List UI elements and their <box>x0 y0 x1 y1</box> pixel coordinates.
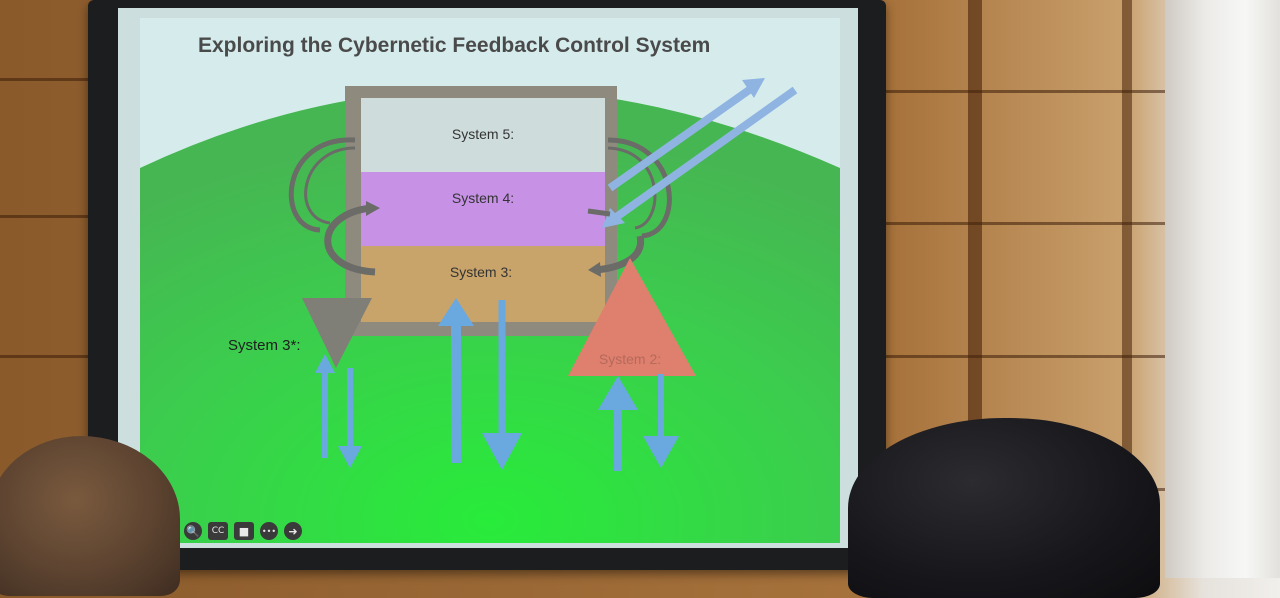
s3star-down-arrowhead <box>338 446 362 468</box>
wall-panel-seam <box>880 222 1165 225</box>
environment-arrow-in <box>612 86 798 222</box>
left-loop-s3-s4 <box>324 204 376 276</box>
right-loop-arrowhead <box>588 262 601 277</box>
s4-environment-link <box>587 208 611 217</box>
system5-label: System 5: <box>452 126 514 142</box>
wall-panel-seam <box>0 355 90 358</box>
system4-label: System 4: <box>452 190 514 206</box>
wall-panel-seam <box>0 78 90 81</box>
s2-down-arrowhead <box>643 436 679 468</box>
camera-icon[interactable]: ■ <box>234 522 254 540</box>
slideshow-toolbar: 🔍 CC ■ ••• ➜ <box>184 520 302 542</box>
right-loop-s2-s3 <box>594 235 645 274</box>
wall-pillar <box>1122 0 1132 578</box>
slide: Exploring the Cybernetic Feedback Contro… <box>140 18 840 543</box>
environment-arrow-out-head <box>742 78 765 98</box>
system5-band <box>361 98 605 172</box>
captions-button[interactable]: CC <box>208 522 228 540</box>
audience-head-right <box>848 418 1160 598</box>
system3star-label: System 3*: <box>228 337 301 354</box>
center-down-arrowhead <box>482 433 522 470</box>
environment-arrow-in-head <box>602 208 625 228</box>
left-loop-arrowhead <box>366 201 380 216</box>
system4-band <box>361 172 605 246</box>
zoom-icon[interactable]: 🔍 <box>184 522 202 540</box>
system2-label: System 2: <box>599 351 661 367</box>
next-slide-icon[interactable]: ➜ <box>284 522 302 540</box>
left-loop-inner <box>304 146 356 225</box>
diagram-svg: Exploring the Cybernetic Feedback Contro… <box>140 18 840 543</box>
system2-triangle <box>568 258 696 376</box>
center-up-arrowhead <box>438 298 474 326</box>
system3-band <box>361 246 605 322</box>
left-loop-outer <box>288 137 356 233</box>
slide-title: Exploring the Cybernetic Feedback Contro… <box>198 34 710 57</box>
s3star-up-arrowhead <box>315 354 335 373</box>
right-loop-outer <box>607 137 672 239</box>
wall-panel-seam <box>0 215 90 218</box>
curtain <box>1165 0 1280 578</box>
system3star-triangle <box>302 298 372 368</box>
wall-panel-seam <box>880 355 1165 358</box>
system3-label: System 3: <box>450 264 512 280</box>
more-options-icon[interactable]: ••• <box>260 522 278 540</box>
wall-panel-seam <box>880 90 1165 93</box>
audience-head-left <box>0 436 180 596</box>
s2-up-arrowhead <box>598 376 638 410</box>
environment-arrow-out <box>607 84 755 192</box>
